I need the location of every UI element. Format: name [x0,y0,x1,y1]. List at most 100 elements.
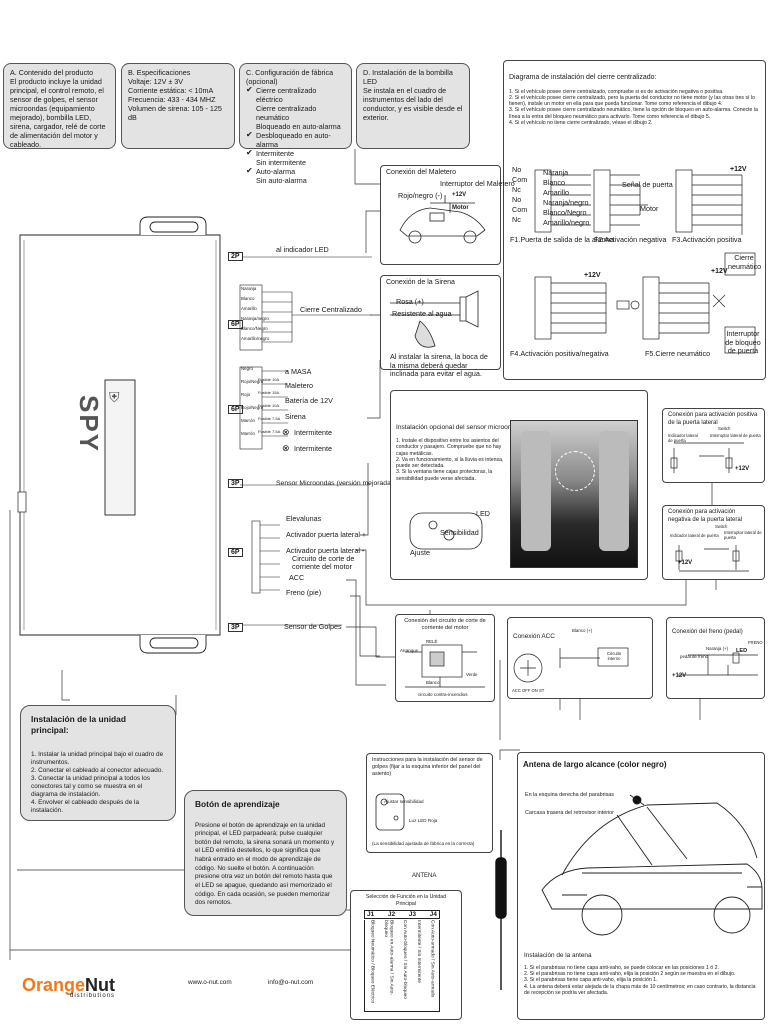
acc-title: Conexión ACC [513,633,555,640]
power-wire-color: Rojo [241,392,251,397]
jumper-col: Bloqueo en Auto-alarma / Sin Auto-bloque… [383,920,394,1011]
car-antenna-pos-b: Carcasa trasera del retrovisor interior [525,810,614,816]
connector-6p-lock: 6P [228,320,243,329]
microwave-step: 2. Va en funcionamiento, si la lluvia es… [396,456,504,470]
siren-label: Sirena [285,412,306,421]
learn-title: Botón de aprendizaje [195,799,280,809]
jumper-label: J3 [408,911,417,918]
acc-drawing [513,647,629,683]
microwave-sensor-label: Sensor Microondas (versión mejorada) [276,480,394,487]
green-wire: Verde [466,672,478,677]
antenna-install-title: Instalación de la antena [524,952,592,959]
learn-button-box: Botón de aprendizaje Presione el botón d… [184,790,347,916]
antenna-step: 1. Si el parabrisas no tiene capa anti-v… [524,965,719,971]
acc-key-positions: ACC OFF ON ST [512,688,545,693]
central-lock-diagram: Diagrama de instalación del cierre centr… [503,60,766,380]
output-label: Circuito de corte de corriente del motor [292,554,355,571]
website-link[interactable]: www.o-nut.com [188,979,232,986]
led-install-text: Se instala en el cuadro de instrumentos … [363,86,463,122]
engine-cut-caption: circuito contra-incendios [418,692,468,697]
microwave-adjust: Ajuste [410,548,430,557]
figure-caption: F3.Activación positiva [672,235,742,244]
fuse-label: Fusible 7,5A [258,416,281,421]
microwave-led: LED [476,509,490,518]
lamp-icon: ⊗ [282,427,290,437]
central-lock-step: 3. Si el vehículo posee cierre centraliz… [509,107,758,120]
ground-label: a MASA [285,367,312,376]
fuse-label: Fusible 15A [258,390,280,395]
central-lock-step: 1. Si el vehículo posee cierre centraliz… [509,88,724,95]
shock-note: (La sensibilidad ajustada de fábrica es … [372,841,475,846]
spec-line: Corriente estática: < 10mA [128,86,214,95]
car-antenna-box: Antena de largo alcance (color negro) [517,752,765,1020]
jumper-text: Intermitente / Sin Intermitente [415,920,421,983]
pin-label: Com [512,205,528,214]
pin-label: No [512,165,522,174]
door-positive-title: Conexión para activación positiva de la … [668,412,758,426]
logo-nut: Nut [85,975,116,995]
lock-wire-label: Blanco [241,296,255,301]
central-lock-title: Diagrama de instalación del cierre centr… [509,74,657,81]
fuse-label: Fusible 10A [258,377,280,382]
install-step: 4. Envolver el cableado después de la in… [31,799,140,814]
wire-label: Blanco [543,178,565,187]
connector-3p-shock: 3P [228,623,243,632]
antenna-label: ANTENA [412,873,437,879]
antenna-step: 2. Si el parabrisas no tiene capa anti-v… [524,971,736,978]
shock-adjust: Ajustar sensibilidad [384,799,424,804]
power-wire-color: Marrón [241,431,255,436]
door-neg-indicator: Indicador lateral de puerta [670,533,719,538]
wire-label: Amarillo [543,188,569,197]
engine-cut-drawing [405,644,485,688]
fuse-label: Fusible 7,5A [258,429,281,434]
output-label: Freno (pie) [286,588,322,597]
white-wire: Blanco [426,680,440,685]
spec-line: Voltaje: 12V ± 3V [128,77,184,86]
siren-title: Conexión de la Sirena [386,279,455,286]
relay-label: RELÉ [426,639,438,644]
power-wire-color: Rojo/Negro [241,405,264,410]
start-label: Arranque [400,648,419,653]
siren-wire-a: Rosa (+) [396,297,424,306]
central-lock-step: 4. Si el vehículo no tiene cierre centra… [509,119,653,126]
output-label: Activador puerta lateral + [286,530,367,539]
trunk-v12: +12V [452,192,467,198]
acc-box: Conexión ACC [507,617,653,699]
door-negative-drawing [675,545,749,572]
jumper-text: Con Auto-armado / Sin Auto-armado [429,920,435,998]
lock-wire-label: Blanco/Negro [241,326,268,331]
turn-signal-label: Intermitente [294,428,332,437]
jumper-text: Bloqueo en Auto-alarma / Sin Auto-bloque… [383,920,394,995]
install-step: 3. Conectar la unidad principal a todos … [31,775,151,798]
company-logo: OrangeNut distributions [22,975,115,999]
power-wire-color: Rojo/Negro [241,379,264,384]
microwave-sensitivity: Sensibilidad [440,528,479,537]
wire-label: Amarillo/negro [543,218,590,227]
spec-line: Frecuencia: 433 - 434 MHZ [128,95,216,104]
antenna-cable [495,830,507,990]
led-indicator-label: al indicador LED [276,245,329,254]
lamp-icon: ⊗ [282,443,290,453]
unit-wiring [239,256,372,626]
trunk-label: Maletero [285,381,313,390]
jumper-col: Bloqueo Neumático / Bloqueo Eléctrico [369,920,375,1011]
output-label: Activador puerta lateral - [286,546,365,555]
led-install-box: D. Instalación de la bombilla LED Se ins… [356,63,470,149]
door-pos-indicator: Indicador lateral de puerta [668,433,698,443]
email-link[interactable]: info@o-nut.com [268,979,314,986]
output-label: ACC [289,573,305,582]
lock-wire-label: Naranja [241,286,257,291]
figure-caption: F5.Cierre neumático [645,349,711,358]
door-neg-v12: +12V [678,560,693,566]
setting-item: Bloqueado en auto-alarma [256,122,341,131]
pin-label: No [512,195,522,204]
microwave-title: Instalación opcional del sensor microond… [396,424,523,431]
microwave-step: 1. Instale el dispositivo entre los asie… [396,438,502,457]
brake-v12: +12V [672,673,687,679]
central-lock-step: 2. Si el vehículo posee cierre centraliz… [509,94,755,108]
jumper-text: Con Auto-bloqueo / Sin Auto-bloqueo [402,920,408,999]
shock-sensor-box: Instrucciones para la instalación del se… [366,753,493,853]
spec-line: Volumen de sirena: 105 - 125 dB [128,104,222,122]
v12-label: +12V [730,166,747,173]
wire-label: Naranja/negro [543,198,589,207]
